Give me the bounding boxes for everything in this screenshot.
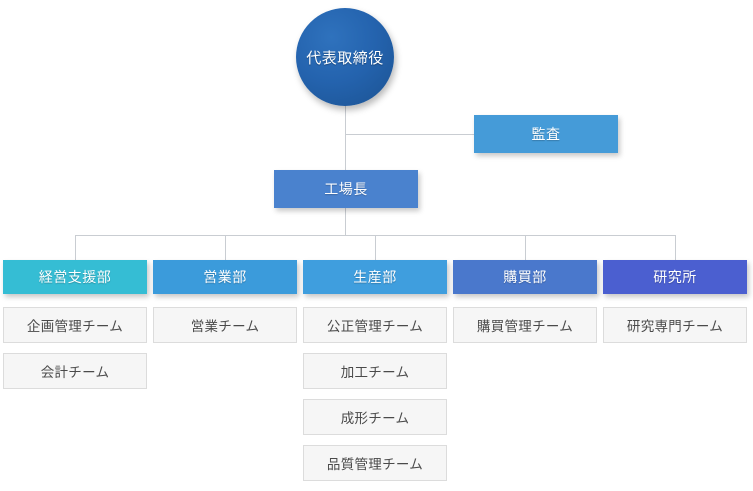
node-factory-manager[interactable]: 工場長 <box>274 170 418 208</box>
node-department-label: 経営支援部 <box>38 269 112 285</box>
node-team[interactable]: 企画管理チーム <box>3 307 147 343</box>
node-department-eigyo-bu[interactable]: 営業部 <box>153 260 297 294</box>
connector-factory-vertical <box>345 208 346 235</box>
node-team-label: 成形チーム <box>340 411 410 426</box>
connector-ceo-vertical <box>345 104 346 170</box>
node-team-label: 加工チーム <box>340 365 410 380</box>
node-department-label: 購買部 <box>503 269 547 285</box>
node-ceo-label: 代表取締役 <box>306 49 384 67</box>
node-ceo[interactable]: 代表取締役 <box>296 8 394 106</box>
node-department-label: 研究所 <box>653 269 697 285</box>
node-department-keiei-shien-bu[interactable]: 経営支援部 <box>3 260 147 294</box>
connector-drop-seisan-bu <box>375 235 376 260</box>
node-team-label: 購買管理チーム <box>476 319 574 334</box>
connector-drop-eigyo-bu <box>225 235 226 260</box>
node-department-label: 営業部 <box>203 269 247 285</box>
node-team[interactable]: 公正管理チーム <box>303 307 447 343</box>
node-team[interactable]: 成形チーム <box>303 399 447 435</box>
node-team[interactable]: 会計チーム <box>3 353 147 389</box>
connector-drop-kenkyusho <box>675 235 676 260</box>
node-department-seisan-bu[interactable]: 生産部 <box>303 260 447 294</box>
node-audit[interactable]: 監査 <box>474 115 618 153</box>
node-team[interactable]: 営業チーム <box>153 307 297 343</box>
connector-drop-keiei-shien-bu <box>75 235 76 260</box>
node-team[interactable]: 研究専門チーム <box>603 307 747 343</box>
node-department-label: 生産部 <box>353 269 397 285</box>
node-team[interactable]: 加工チーム <box>303 353 447 389</box>
node-team[interactable]: 品質管理チーム <box>303 445 447 481</box>
node-team-label: 公正管理チーム <box>326 319 424 334</box>
node-team[interactable]: 購買管理チーム <box>453 307 597 343</box>
node-department-kenkyusho[interactable]: 研究所 <box>603 260 747 294</box>
connector-ceo-to-audit <box>345 134 474 135</box>
node-team-label: 企画管理チーム <box>26 319 124 334</box>
node-team-label: 会計チーム <box>40 365 110 380</box>
connector-drop-kobai-bu <box>525 235 526 260</box>
node-factory-manager-label: 工場長 <box>324 181 368 197</box>
node-team-label: 研究専門チーム <box>626 319 724 334</box>
node-team-label: 品質管理チーム <box>326 457 424 472</box>
node-department-kobai-bu[interactable]: 購買部 <box>453 260 597 294</box>
node-team-label: 営業チーム <box>190 319 260 334</box>
node-audit-label: 監査 <box>531 126 561 142</box>
